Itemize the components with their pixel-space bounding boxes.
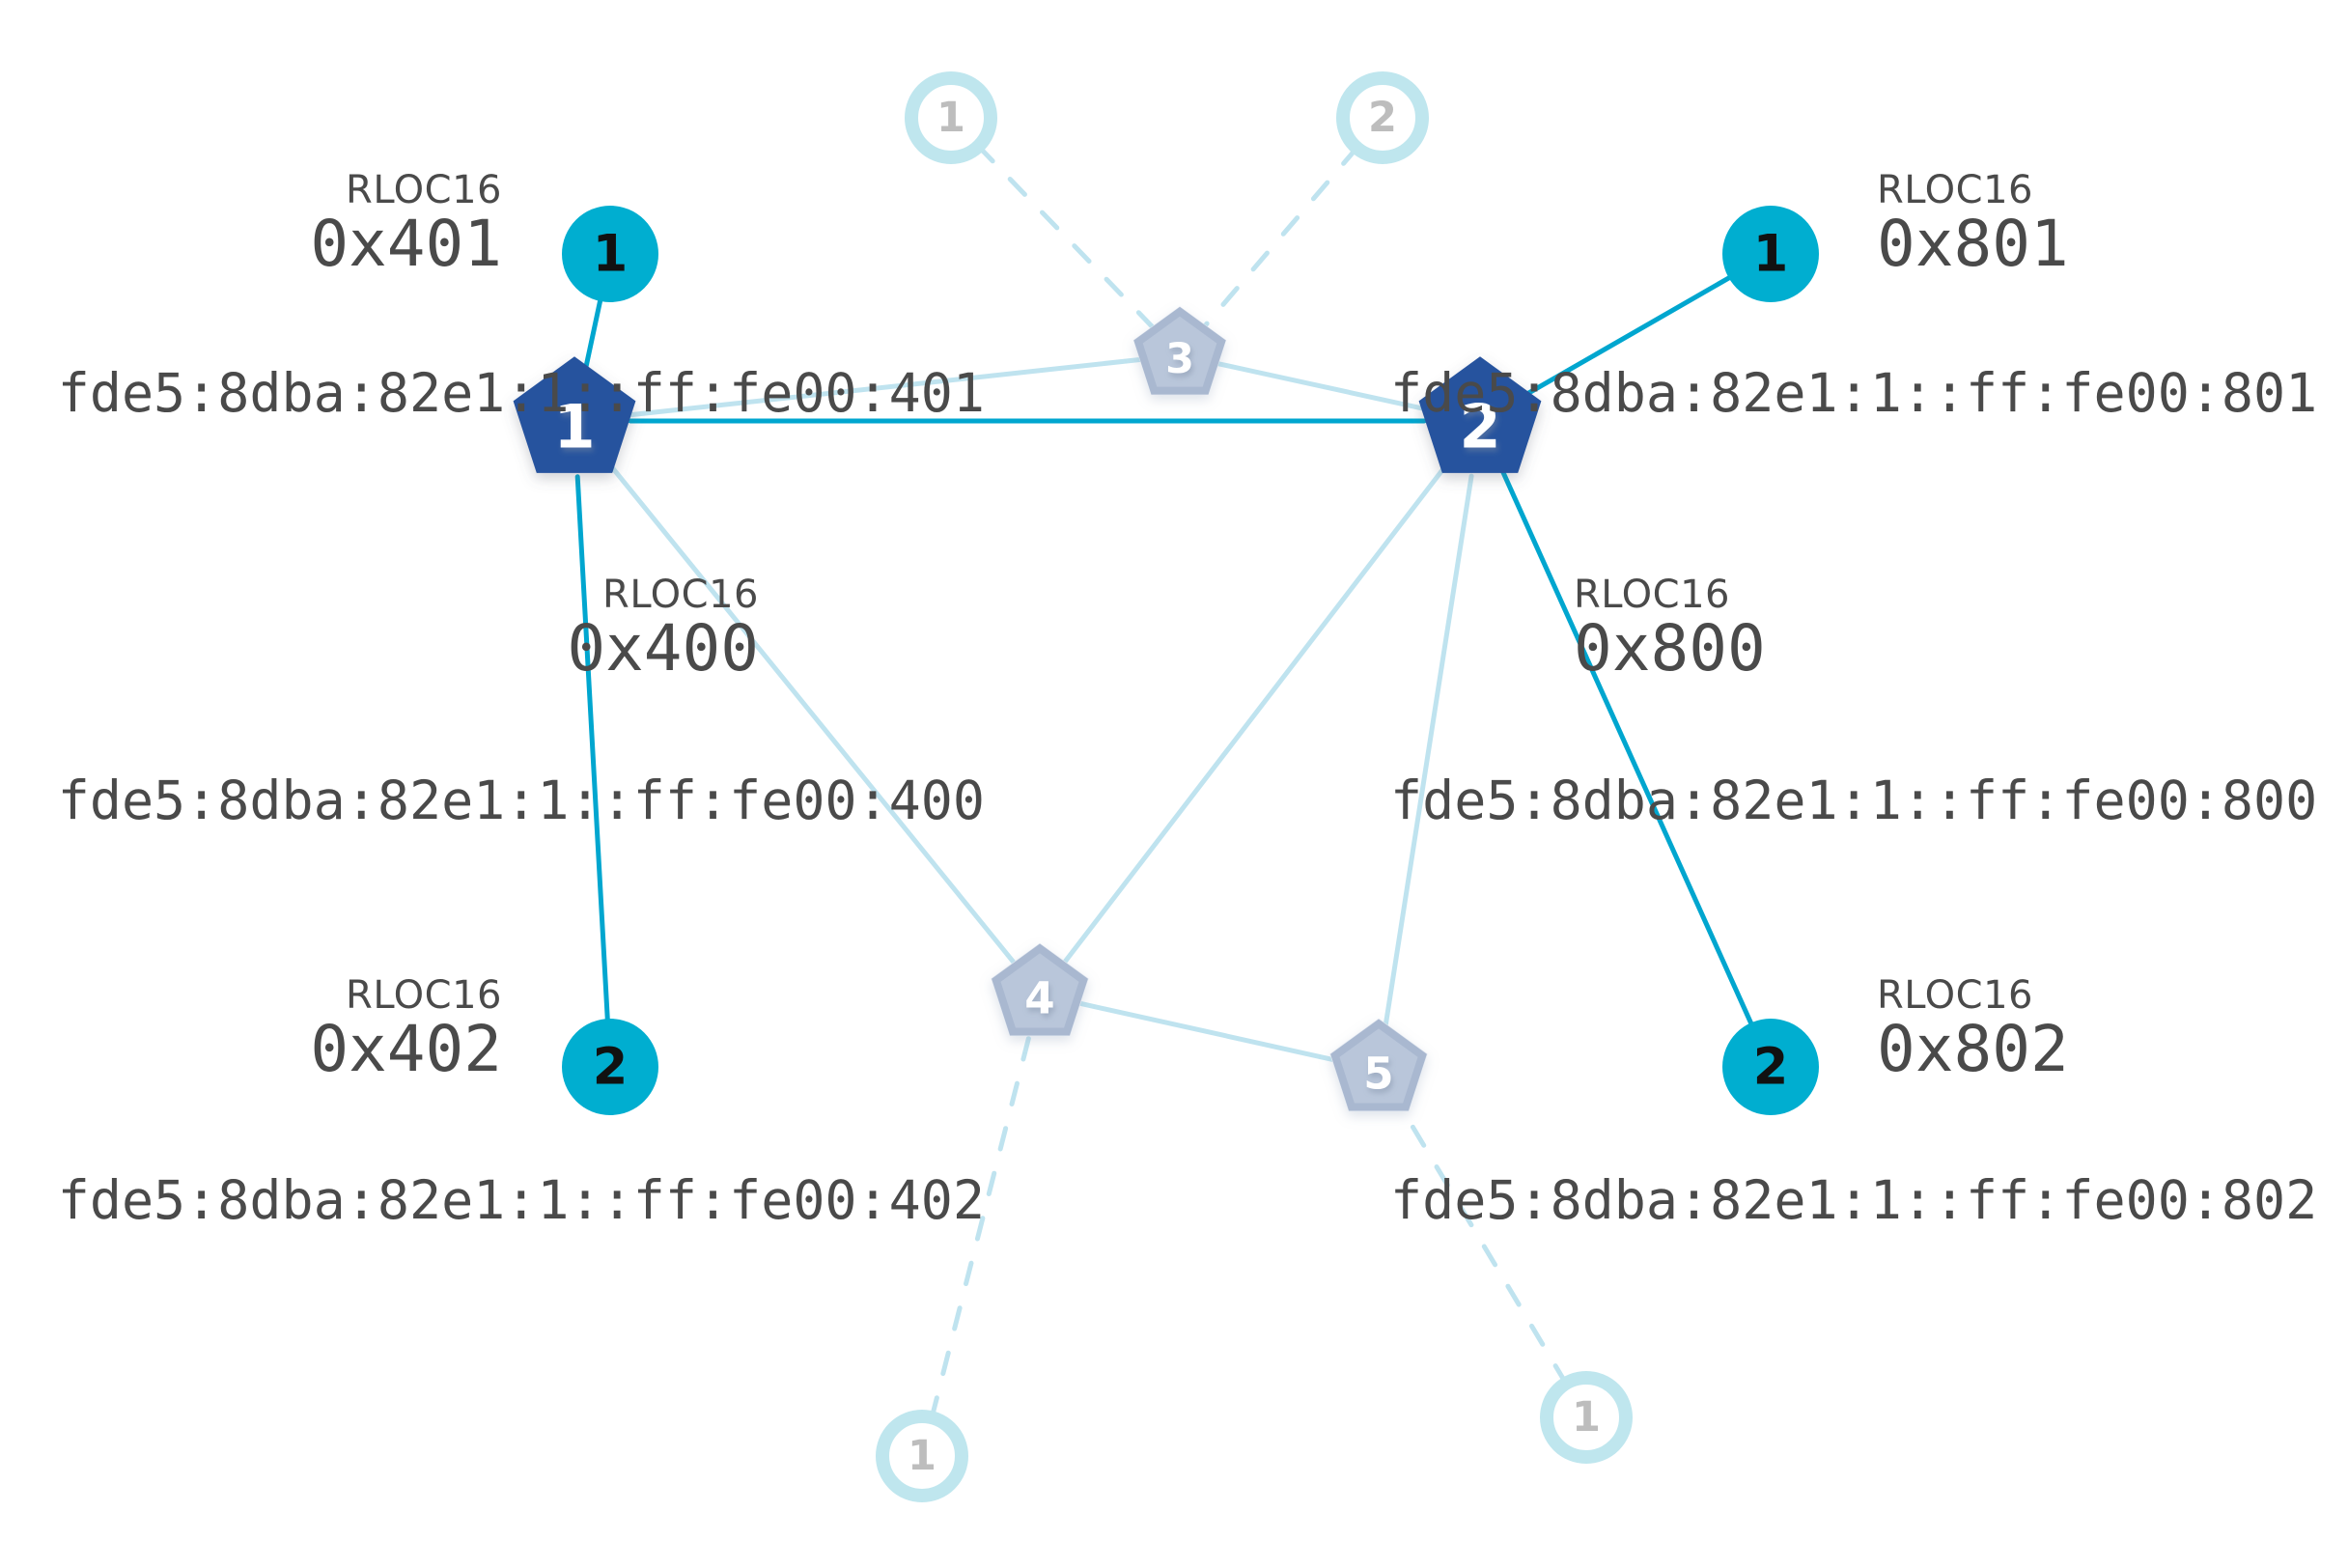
ghost-child-circle[interactable] — [1336, 71, 1429, 164]
edge-c402-r400 — [574, 474, 610, 1022]
node-number-label: 2 — [1459, 391, 1500, 462]
node-number-label: 2 — [1753, 1038, 1789, 1097]
node-number-label: 1 — [553, 391, 595, 462]
router-pentagon[interactable] — [1418, 356, 1542, 473]
rloc16-value: 0x400 — [567, 611, 759, 686]
rloc16-caption: RLOC16 — [602, 573, 759, 617]
node-number-label: 3 — [1165, 335, 1194, 383]
node-layer: 1 2 1 2 1 2 3 4 5 1 2 1 1 — [513, 71, 1819, 1502]
edge-r400-g4 — [606, 462, 1019, 967]
rloc16-caption: RLOC16 — [1877, 973, 2033, 1018]
node-number-label: 1 — [1753, 225, 1789, 284]
edge-r800-g3 — [1213, 360, 1429, 412]
edge-layer — [574, 143, 1754, 1421]
node-h1[interactable]: 1 — [905, 71, 997, 164]
ipv6-address-0x802: fde5:8dba:82e1:1::ff:fe00:802 — [1390, 1169, 2318, 1231]
rloc16-value: 0x802 — [1877, 1012, 2069, 1086]
ghost-child-circle[interactable] — [876, 1410, 968, 1502]
edge-c801-r800 — [1525, 274, 1733, 396]
ipv6-address-0x800: fde5:8dba:82e1:1::ff:fe00:800 — [1390, 770, 2318, 831]
ipv6-address-0x402: fde5:8dba:82e1:1::ff:fe00:402 — [57, 1169, 985, 1231]
edge-c802-r800 — [1500, 469, 1754, 1026]
node-number-label: 4 — [1024, 973, 1054, 1024]
node-g5[interactable]: 5 — [1329, 1018, 1428, 1112]
rloc16-value: 0x800 — [1574, 611, 1766, 686]
ipv6-address-0x400: fde5:8dba:82e1:1::ff:fe00:400 — [57, 770, 985, 831]
node-h4[interactable]: 1 — [1540, 1371, 1633, 1464]
ipv6-address-0x401: fde5:8dba:82e1:1::ff:fe00:401 — [57, 362, 985, 424]
ghost-child-circle[interactable] — [1540, 1371, 1633, 1464]
node-number-label: 5 — [1363, 1049, 1393, 1100]
node-c802[interactable]: 2 — [1722, 1019, 1819, 1115]
node-number-label: 1 — [1572, 1393, 1601, 1442]
rloc16-caption: RLOC16 — [1574, 573, 1730, 617]
node-number-label: 1 — [936, 94, 965, 142]
edge-c401-r400 — [583, 297, 603, 369]
node-number-label: 2 — [593, 1038, 629, 1097]
node-c801[interactable]: 1 — [1722, 206, 1819, 302]
edge-h4-g5 — [1396, 1100, 1569, 1387]
node-h3[interactable]: 1 — [876, 1410, 968, 1502]
node-r800[interactable]: 2 — [1418, 356, 1542, 473]
node-g3[interactable]: 3 — [1132, 306, 1227, 395]
edge-r800-g4 — [1060, 462, 1449, 966]
node-r400[interactable]: 1 — [513, 356, 636, 473]
grey-pentagon[interactable] — [992, 943, 1088, 1036]
edge-h1-g3 — [975, 143, 1157, 331]
ipv6-address-0x801: fde5:8dba:82e1:1::ff:fe00:801 — [1390, 362, 2318, 424]
rloc16-caption: RLOC16 — [346, 168, 502, 212]
child-circle[interactable] — [1722, 206, 1819, 302]
node-h2[interactable]: 2 — [1336, 71, 1429, 164]
edge-h3-g4 — [929, 1029, 1033, 1421]
grey-pentagon[interactable] — [1330, 1019, 1427, 1111]
child-circle[interactable] — [562, 206, 658, 302]
child-circle[interactable] — [562, 1019, 658, 1115]
edge-r400-g3 — [627, 356, 1146, 418]
rloc16-value: 0x401 — [310, 207, 502, 281]
rloc16-value: 0x402 — [310, 1012, 502, 1086]
edge-r800-g5 — [1382, 473, 1474, 1034]
node-c401[interactable]: 1 — [562, 206, 658, 302]
node-c402[interactable]: 2 — [562, 1019, 658, 1115]
node-number-label: 1 — [593, 225, 629, 284]
ghost-child-circle[interactable] — [905, 71, 997, 164]
router-pentagon[interactable] — [513, 356, 636, 473]
edge-h2-g3 — [1201, 145, 1360, 330]
rloc16-value: 0x801 — [1877, 207, 2069, 281]
child-circle[interactable] — [1722, 1019, 1819, 1115]
grey-pentagon[interactable] — [1133, 306, 1226, 395]
edge-g4-g5 — [1075, 1000, 1344, 1064]
rloc16-caption: RLOC16 — [346, 973, 502, 1018]
node-number-label: 2 — [1368, 94, 1397, 142]
node-number-label: 1 — [908, 1432, 936, 1480]
node-g4[interactable]: 4 — [991, 942, 1089, 1037]
rloc16-caption: RLOC16 — [1877, 168, 2033, 212]
